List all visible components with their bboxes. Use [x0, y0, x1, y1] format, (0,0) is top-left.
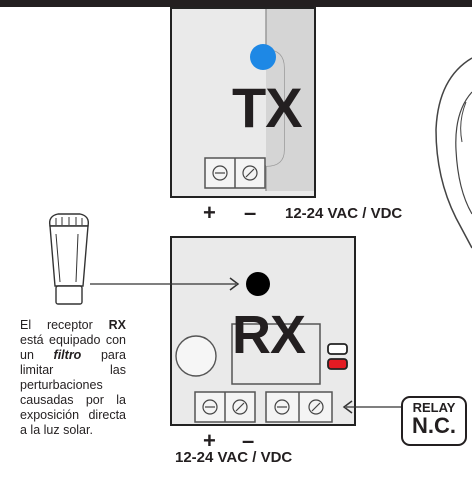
- tx-plus: +: [203, 200, 216, 225]
- tx-led-icon: [250, 44, 276, 70]
- description-part3: para limitar las perturbaciones causadas…: [20, 348, 126, 437]
- relay-label: RELAY: [412, 400, 456, 415]
- terminal-screw-icon: [212, 165, 228, 181]
- sun-filter-icon: [48, 213, 90, 305]
- rx-label: RX: [232, 305, 306, 365]
- tx-terminal-block: [204, 157, 266, 189]
- terminal-screw-icon: [274, 399, 290, 415]
- rx-indicator-white: [327, 343, 348, 355]
- description-filtro: filtro: [53, 348, 82, 362]
- relay-arrow-icon: [342, 400, 401, 414]
- terminal-screw-icon: [202, 399, 218, 415]
- terminal-screw-icon: [232, 399, 248, 415]
- rx-led-icon: [246, 272, 270, 296]
- terminal-screw-icon: [242, 165, 258, 181]
- relay-nc-label: N.C.: [412, 413, 456, 438]
- rx-relay-terminal-block: [265, 391, 333, 423]
- description-part2: está equipado con un: [20, 333, 126, 362]
- side-device-outline: [435, 57, 472, 249]
- rx-indicator-red: [327, 358, 348, 370]
- terminal-screw-icon: [308, 399, 324, 415]
- rx-capacitor: [175, 335, 217, 377]
- tx-voltage: 12-24 VAC / VDC: [285, 205, 403, 222]
- rx-description: El receptor RX está equipado con un filt…: [20, 318, 126, 438]
- description-part1: El receptor: [20, 318, 109, 332]
- tx-minus: –: [244, 200, 257, 225]
- rx-minus: –: [242, 428, 255, 453]
- tx-label: TX: [232, 76, 303, 139]
- arrow-icon: [90, 277, 240, 291]
- rx-plus: +: [203, 428, 216, 453]
- description-rx-bold: RX: [108, 318, 126, 332]
- rx-power-terminal-block: [194, 391, 256, 423]
- rx-voltage: 12-24 VAC / VDC: [175, 449, 293, 466]
- top-bar: [0, 0, 472, 7]
- rx-component-box: [231, 323, 321, 385]
- relay-badge: RELAY N.C.: [401, 396, 467, 446]
